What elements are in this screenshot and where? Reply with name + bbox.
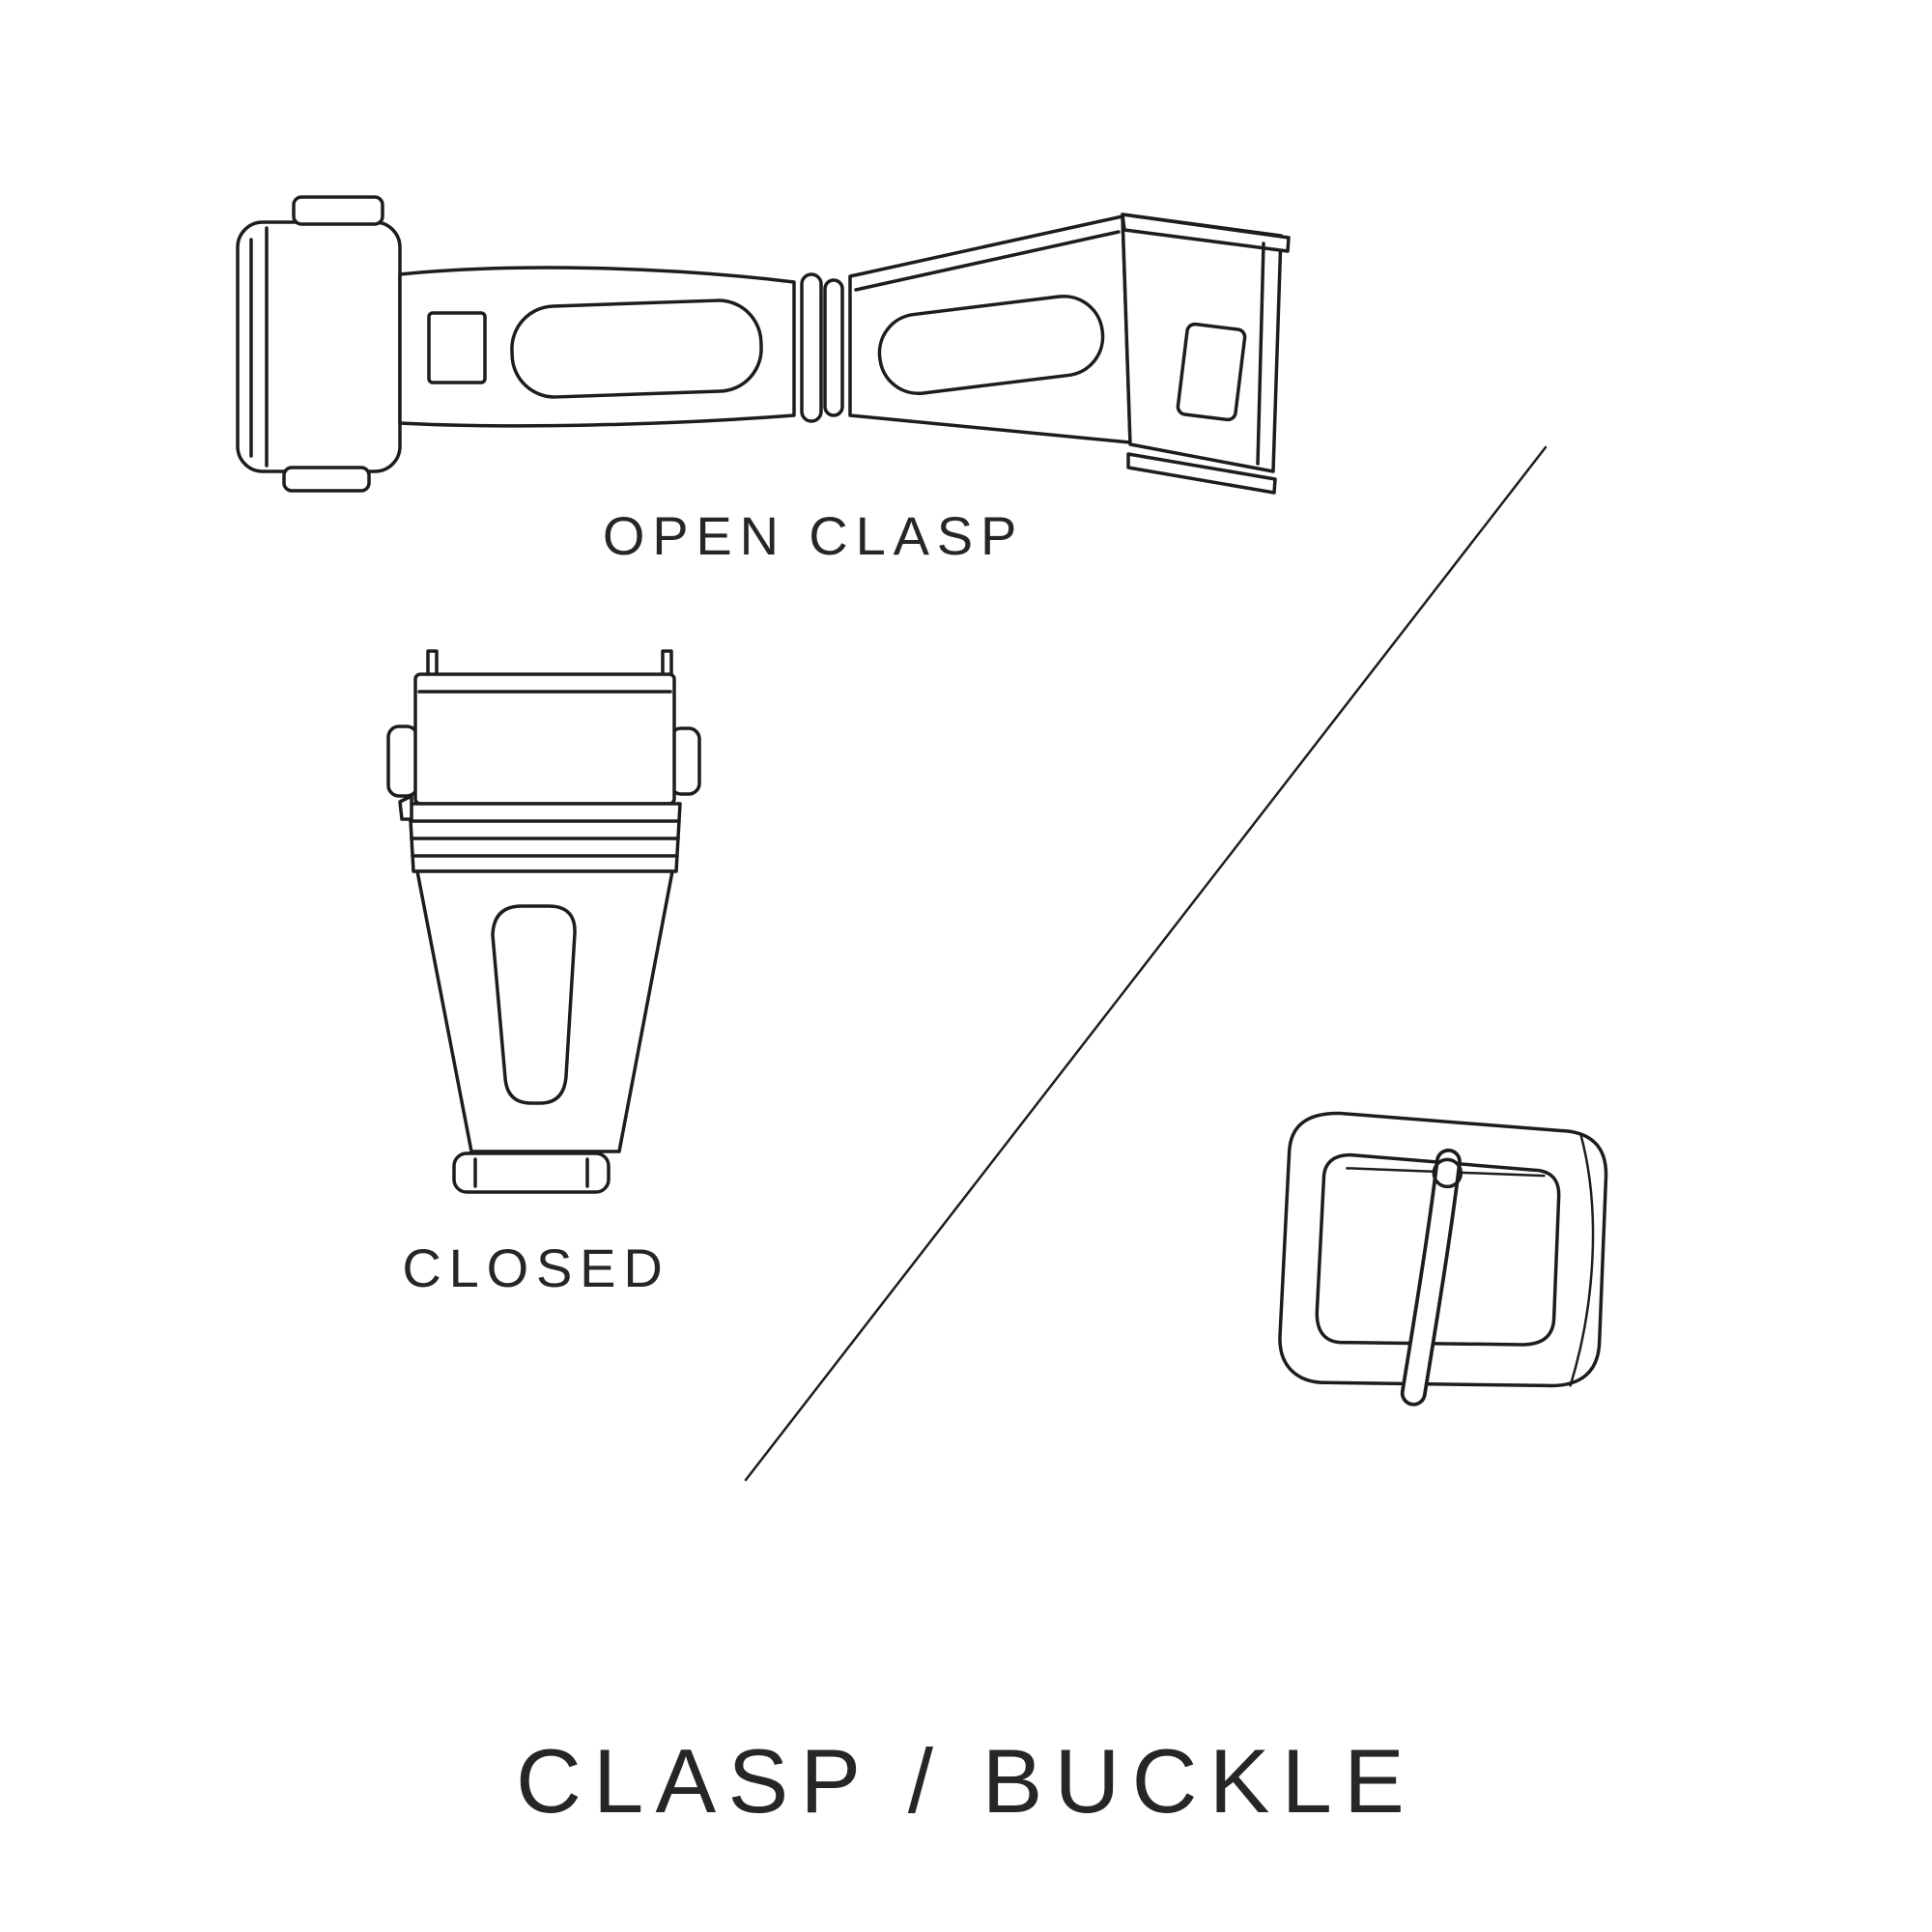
closed-clasp-illustration	[386, 649, 701, 1194]
closed-clasp-label: CLOSED	[402, 1237, 670, 1298]
open-clasp-label: OPEN CLASP	[602, 505, 1025, 566]
open-clasp-illustration	[236, 195, 1291, 495]
page-title: CLASP / BUCKLE	[515, 1730, 1417, 1832]
pin-buckle-illustration	[1278, 1111, 1608, 1406]
